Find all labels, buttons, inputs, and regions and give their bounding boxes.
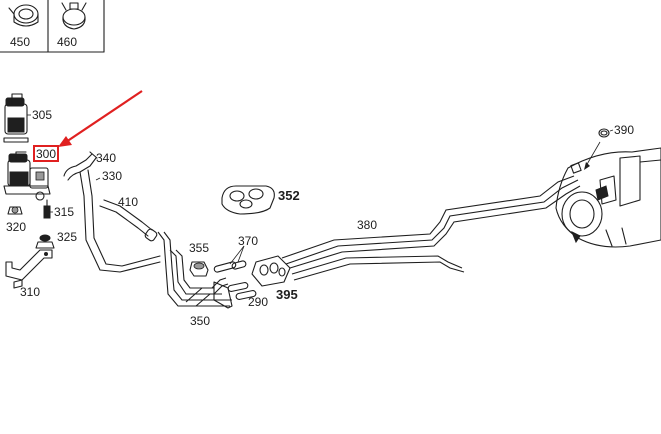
callout-410: 410: [118, 195, 138, 209]
hose-410[interactable]: 410: [99, 195, 158, 242]
part-325-nut[interactable]: 325: [35, 230, 77, 249]
callout-395: 395: [276, 287, 298, 302]
part-290-sleeves[interactable]: 290: [227, 281, 269, 309]
callout-290: 290: [248, 295, 268, 309]
callout-380: 380: [357, 218, 377, 232]
line-bundle-350[interactable]: 350: [157, 231, 233, 328]
part-320-mount[interactable]: 320: [6, 206, 26, 234]
callout-315: 315: [54, 205, 74, 219]
callout-305: 305: [32, 108, 52, 122]
callout-325: 325: [57, 230, 77, 244]
part-300-pump[interactable]: [3, 151, 51, 201]
part-390-seal-ring[interactable]: 390: [584, 123, 634, 170]
callout-300: 300: [36, 147, 56, 161]
hose-clamp-icon: [8, 4, 39, 27]
callout-370: 370: [238, 234, 258, 248]
callout-320: 320: [6, 220, 26, 234]
callout-355: 355: [189, 241, 209, 255]
callout-390: 390: [614, 123, 634, 137]
callout-350: 350: [190, 314, 210, 328]
callout-310: 310: [20, 285, 40, 299]
part-352-grommet[interactable]: 352: [221, 185, 300, 215]
thumbnail-box-450[interactable]: 450: [0, 0, 49, 53]
part-370-sleeves[interactable]: 370: [213, 234, 259, 273]
callout-460: 460: [57, 35, 77, 49]
callout-340: 340: [96, 151, 116, 165]
part-305-pump[interactable]: 305: [3, 93, 52, 143]
pipe-380[interactable]: 380: [281, 175, 581, 281]
spring-clamp-icon: [61, 2, 87, 30]
part-395-grommet[interactable]: 395: [251, 255, 298, 302]
callout-352: 352: [278, 188, 300, 203]
hose-330[interactable]: 330: [79, 169, 161, 273]
callout-300-highlight[interactable]: 300: [33, 145, 59, 162]
thumbnail-box-460[interactable]: 460: [47, 0, 105, 53]
part-310-bracket[interactable]: 310: [5, 249, 53, 299]
part-355-clip[interactable]: 355: [189, 241, 209, 277]
part-315-sensor[interactable]: 315: [43, 199, 74, 219]
callout-450: 450: [10, 35, 30, 49]
callout-330: 330: [102, 169, 122, 183]
transmission-housing: [555, 147, 661, 248]
red-arrow-icon: [58, 90, 143, 147]
